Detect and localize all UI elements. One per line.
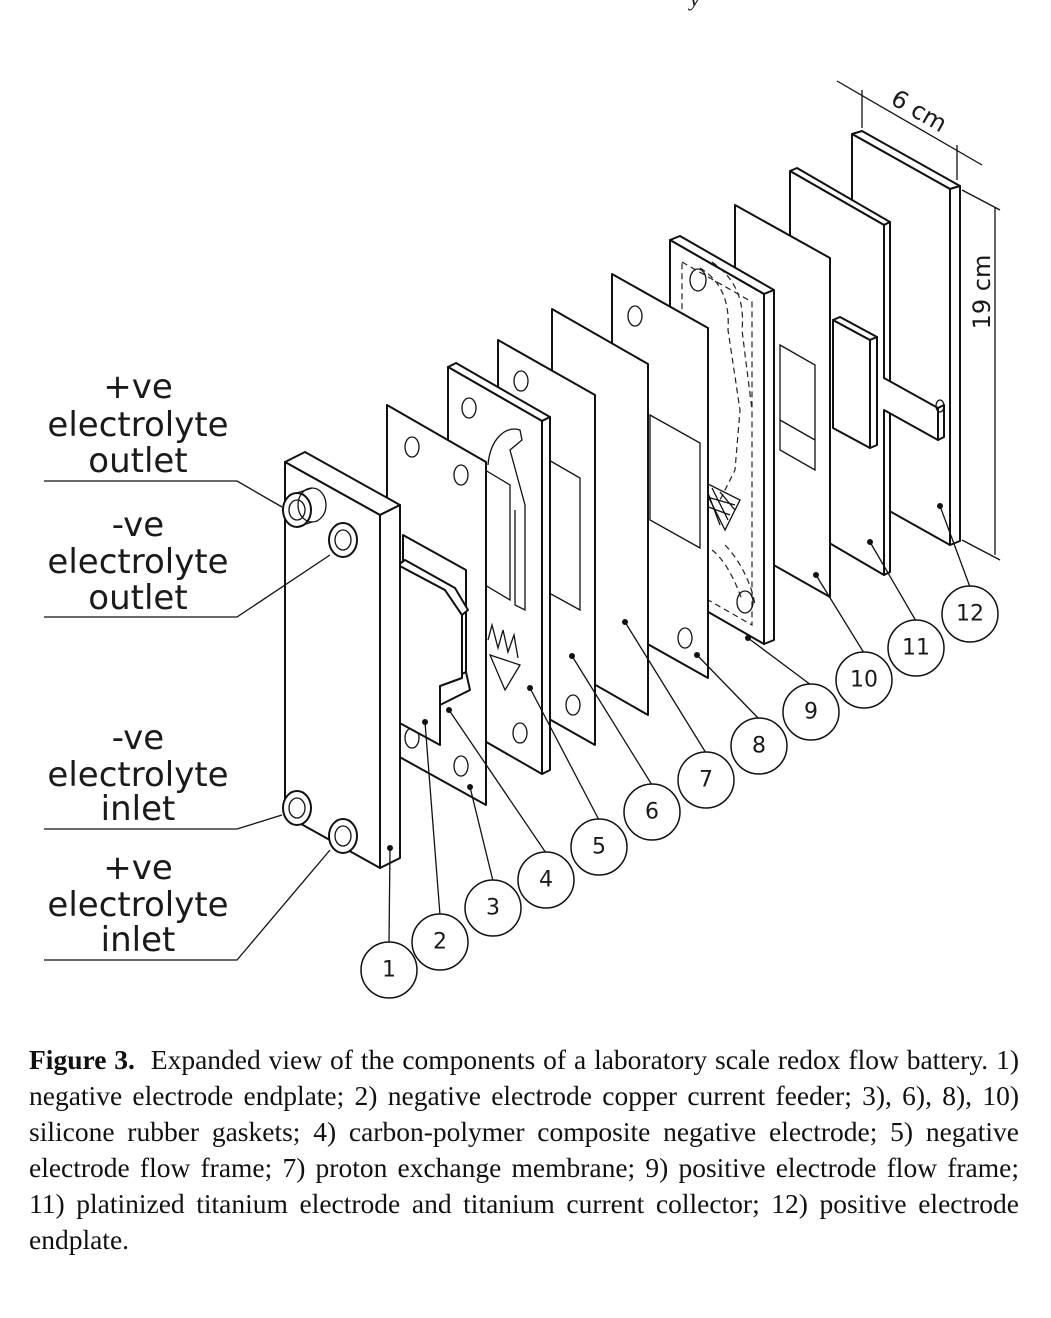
callout-number: 6 xyxy=(645,800,659,825)
caption-label: Figure 3. xyxy=(29,1044,135,1075)
port-label-neg-outlet: -ve electrolyte outlet xyxy=(44,505,331,618)
leader-line xyxy=(448,709,547,854)
callout-circle xyxy=(782,683,840,741)
port-label-neg-inlet: -ve electrolyte inlet xyxy=(44,718,283,830)
callout-circle xyxy=(835,651,893,709)
callout-circle xyxy=(941,585,999,643)
callout-number: 12 xyxy=(956,602,984,627)
callout-number: 1 xyxy=(382,958,396,983)
leader-dot xyxy=(867,539,873,545)
callout-number: 5 xyxy=(592,835,606,860)
callout-6: 6 xyxy=(569,653,681,841)
figure-caption: Figure 3. Expanded view of the component… xyxy=(29,1042,1019,1258)
leader-line xyxy=(624,621,707,754)
leader-dot xyxy=(422,719,428,725)
port-label-pos-inlet: +ve electrolyte inlet xyxy=(44,848,331,961)
callout-9: 9 xyxy=(745,635,840,741)
callout-2: 2 xyxy=(411,719,469,971)
svg-text:inlet: inlet xyxy=(101,789,176,829)
callout-3: 3 xyxy=(464,784,522,937)
callout-number: 11 xyxy=(902,636,930,661)
callout-circle xyxy=(360,941,418,999)
svg-text:6 cm: 6 cm xyxy=(886,84,952,138)
svg-text:outlet: outlet xyxy=(88,578,187,618)
exploded-assembly-diagram: +ve electrolyte outlet -ve electrolyte o… xyxy=(44,80,1001,999)
leader-dot xyxy=(813,572,819,578)
callout-circle xyxy=(887,619,945,677)
callout-number: 10 xyxy=(850,668,878,693)
leader-line xyxy=(424,721,441,916)
leader-dot xyxy=(527,685,533,691)
leader-dot xyxy=(446,707,452,713)
leader-dot xyxy=(745,635,751,641)
leader-line xyxy=(388,847,391,944)
svg-text:electrolyte: electrolyte xyxy=(47,405,228,445)
svg-text:+ve: +ve xyxy=(103,367,173,407)
leader-line xyxy=(939,505,971,588)
svg-text:+ve: +ve xyxy=(103,848,173,888)
svg-text:19 cm: 19 cm xyxy=(968,255,996,330)
leader-line xyxy=(696,654,760,720)
leader-dot xyxy=(467,784,473,790)
svg-text:electrolyte: electrolyte xyxy=(47,755,228,795)
callout-number: 9 xyxy=(804,700,818,725)
callout-1: 1 xyxy=(360,845,418,999)
callout-number: 8 xyxy=(752,734,766,759)
svg-text:electrolyte: electrolyte xyxy=(47,885,228,925)
callout-12: 12 xyxy=(937,503,999,643)
leader-line xyxy=(815,574,865,654)
leader-dot xyxy=(387,845,393,851)
svg-text:inlet: inlet xyxy=(101,920,176,960)
leader-dot xyxy=(569,653,575,659)
callout-circle xyxy=(623,783,681,841)
port-fittings xyxy=(282,487,358,854)
callout-number: 3 xyxy=(486,896,500,921)
svg-text:outlet: outlet xyxy=(88,441,187,481)
callout-7: 7 xyxy=(622,619,735,809)
svg-text:-ve: -ve xyxy=(112,505,164,545)
leader-line xyxy=(571,655,653,786)
leader-dot xyxy=(622,619,628,625)
callout-circle xyxy=(517,851,575,909)
svg-text:electrolyte: electrolyte xyxy=(47,542,228,582)
dimension-height: 19 cm xyxy=(961,189,1001,561)
callout-number: 7 xyxy=(699,768,713,793)
leader-line xyxy=(529,687,600,821)
callout-circle xyxy=(570,818,628,876)
leader-line xyxy=(469,786,494,882)
port-label-pos-outlet: +ve electrolyte outlet xyxy=(44,367,283,508)
page-header-fragment: y xyxy=(690,0,700,12)
leader-line xyxy=(747,637,812,686)
callout-number: 2 xyxy=(433,930,447,955)
caption-text: Expanded view of the components of a lab… xyxy=(29,1044,1019,1255)
callout-5: 5 xyxy=(527,685,628,876)
callout-circle xyxy=(730,717,788,775)
leader-dot xyxy=(937,503,943,509)
callout-8: 8 xyxy=(694,652,788,775)
svg-text:-ve: -ve xyxy=(112,718,164,758)
component-1-negative-endplate xyxy=(282,451,401,869)
callout-circle xyxy=(411,913,469,971)
callout-circle xyxy=(677,751,735,809)
leader-line xyxy=(869,541,917,622)
callout-circle xyxy=(464,879,522,937)
callout-11: 11 xyxy=(867,539,945,677)
leader-dot xyxy=(694,652,700,658)
callout-number: 4 xyxy=(539,868,553,893)
callout-10: 10 xyxy=(813,572,893,709)
callout-4: 4 xyxy=(446,707,575,909)
